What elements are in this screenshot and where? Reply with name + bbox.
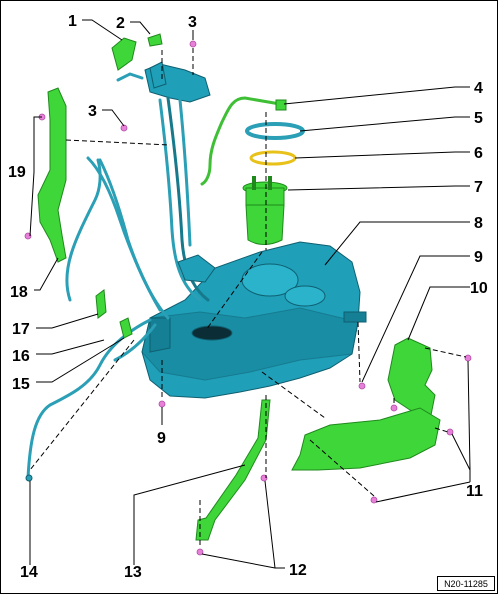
callout-2: 2 [116,15,125,32]
callout-18: 18 [10,284,28,301]
callout-9-right: 9 [474,249,483,266]
fuel-lines [26,156,170,480]
left-brackets [37,33,163,339]
fuel-delivery-unit [242,176,288,245]
callout-3-top: 3 [188,14,197,31]
callout-8: 8 [474,215,483,232]
wire-connector [275,99,287,111]
tank-straps [195,399,271,541]
callout-16: 16 [12,348,30,365]
filler-neck [116,61,216,302]
callout-3-left: 3 [88,103,97,120]
callout-11: 11 [466,483,483,500]
callout-9-bottom: 9 [157,430,166,447]
seal-ring [249,150,297,166]
alignment-lines [29,48,467,548]
vent-valve [111,37,137,71]
callout-13: 13 [124,564,142,581]
fuel-tank [141,241,367,399]
callout-10: 10 [470,280,488,297]
callout-7: 7 [474,179,483,196]
callout-17: 17 [12,321,30,338]
callout-4: 4 [474,80,483,97]
leader-lines [29,19,471,569]
clip [147,33,163,47]
callout-6: 6 [474,145,483,162]
callout-14: 14 [20,564,38,581]
figure-id: N20-11285 [437,576,495,591]
callout-labels: 1 2 3 3 4 5 6 7 8 9 10 9 11 12 13 14 15 … [8,13,488,581]
callout-12: 12 [289,562,307,579]
callout-19: 19 [8,164,26,181]
locking-ring [245,122,305,140]
fuel-pump-wire [200,96,282,186]
callout-15: 15 [12,376,30,393]
callout-1: 1 [68,13,77,30]
heat-shields [291,337,441,471]
callout-5: 5 [474,110,483,127]
